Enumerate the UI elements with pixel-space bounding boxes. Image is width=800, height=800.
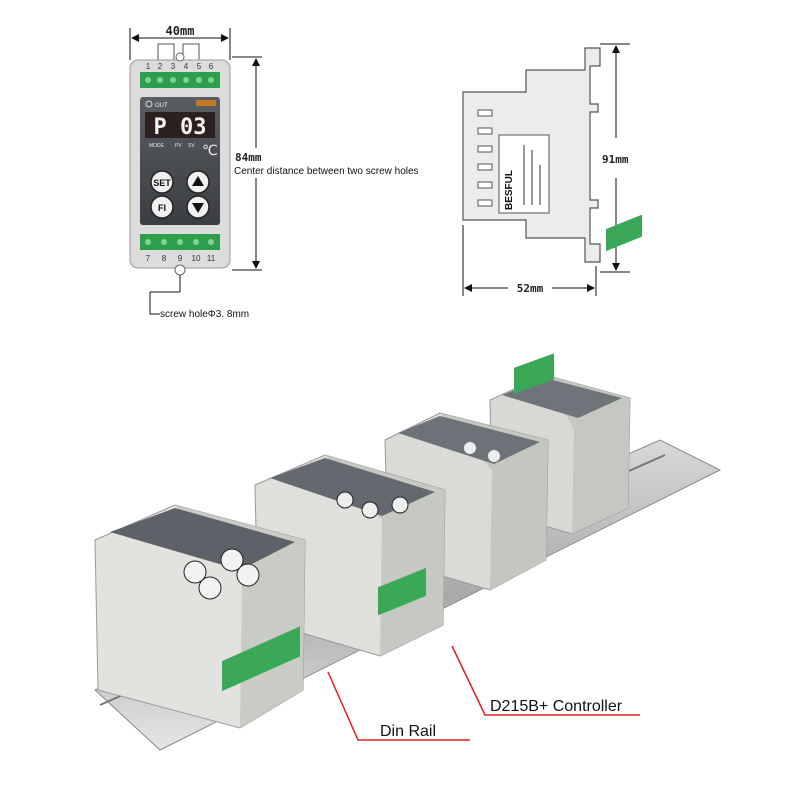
terminal-number: 9 xyxy=(178,254,183,263)
terminal-number: 2 xyxy=(158,62,163,71)
side-view: BESFUL 91mm 52mm xyxy=(462,43,630,296)
controller-unit-1 xyxy=(94,504,306,729)
terminal-number: 4 xyxy=(184,62,189,71)
screw-distance-label: Center distance between two screw holes xyxy=(234,166,419,177)
up-arrow-icon xyxy=(192,176,204,186)
terminal-number: 7 xyxy=(146,254,151,263)
top-terminal-numbers: 1 2 3 4 5 6 xyxy=(146,62,214,71)
top-clip-left xyxy=(157,43,175,61)
set-button-label: SET xyxy=(153,178,171,188)
controller-callout-line xyxy=(451,645,640,716)
brand-label: BESFUL xyxy=(504,170,515,210)
mode-label: MODE xyxy=(149,143,165,149)
display-value: P 03 xyxy=(154,115,207,140)
terminal-number: 5 xyxy=(197,62,202,71)
din-rail-callout-line xyxy=(327,671,470,741)
side-height-label: 91mm xyxy=(602,153,629,166)
top-terminal-block xyxy=(140,72,220,88)
front-height-label: 84mm xyxy=(235,151,262,164)
terminal-number: 1 xyxy=(146,62,151,71)
fi-button[interactable] xyxy=(150,195,174,219)
model-sticker xyxy=(196,100,216,106)
screw-hole-label: screw holeΦ3. 8mm xyxy=(160,309,249,320)
terminal-number: 10 xyxy=(192,254,201,263)
terminal-number: 6 xyxy=(209,62,214,71)
screw-callout-bracket xyxy=(149,292,160,315)
sv-label: SV xyxy=(188,143,195,149)
down-arrow-icon xyxy=(192,203,204,213)
fi-button-label: FI xyxy=(158,203,166,213)
terminal-block xyxy=(378,567,426,616)
label-fine-print xyxy=(523,145,541,205)
terminal-block xyxy=(606,214,642,252)
terminal-number: 11 xyxy=(207,254,216,263)
terminal-block xyxy=(222,626,300,692)
top-clip-right xyxy=(182,43,200,61)
celsius-label: ℃ xyxy=(202,143,218,159)
bottom-screw-hole xyxy=(174,264,186,276)
product-photo: Din Rail D215B+ Controller xyxy=(94,214,722,751)
side-width-label: 52mm xyxy=(517,282,544,295)
top-terminal-screws xyxy=(145,77,214,83)
din-rail-label: Din Rail xyxy=(380,723,436,740)
set-button[interactable] xyxy=(150,170,174,194)
top-screw-hole xyxy=(175,52,185,62)
out-label: OUT xyxy=(155,103,168,109)
bottom-terminal-numbers: 7 8 9 10 11 xyxy=(146,254,216,263)
terminal-number: 8 xyxy=(162,254,167,263)
front-width-label: 40mm xyxy=(166,24,195,38)
led-display xyxy=(145,112,215,138)
terminal-block xyxy=(514,353,554,394)
out-indicator xyxy=(145,100,153,108)
front-view: 40mm 1 2 3 4 5 6 OUT P 03 MODE PV SV ℃ xyxy=(129,24,419,320)
terminal-number: 3 xyxy=(171,62,176,71)
pv-label: PV xyxy=(175,143,182,149)
side-vents xyxy=(477,109,493,207)
bottom-terminal-screws xyxy=(145,239,214,245)
controller-label: D215B+ Controller xyxy=(490,698,623,715)
